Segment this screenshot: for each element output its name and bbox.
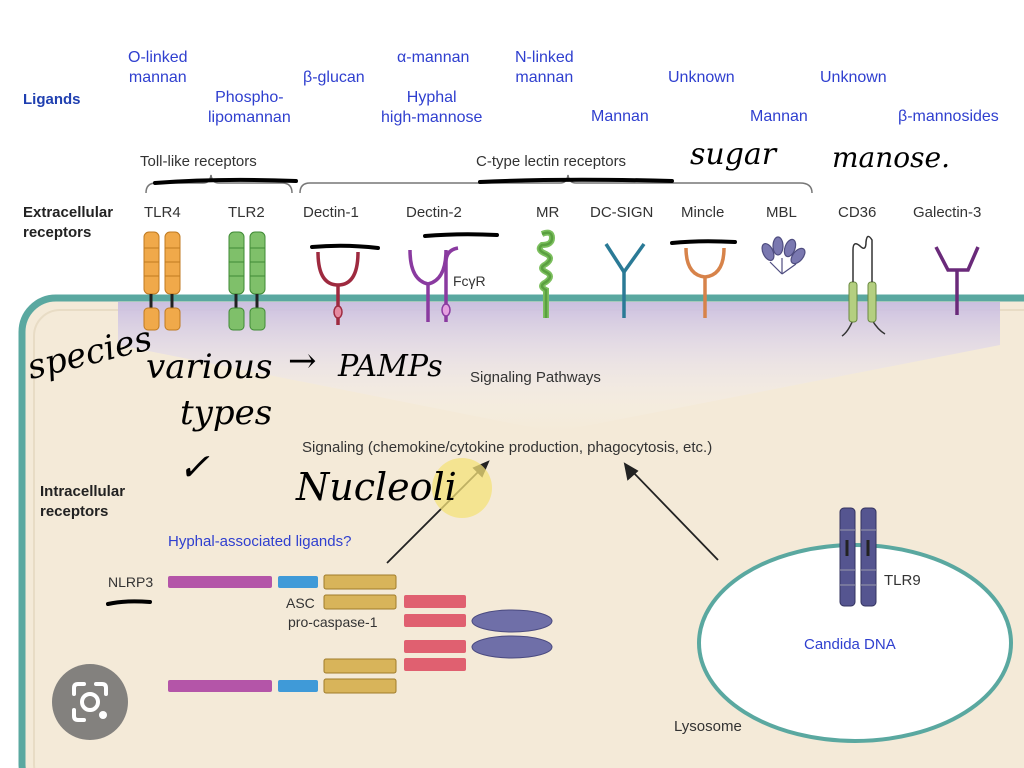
ligand-unknown-mincle: Unknown [668,69,735,86]
mr-receptor [536,229,556,318]
ligand-n-linked-mannan: N-linked mannan [515,49,574,86]
handwritten-marks [106,177,737,606]
signaling-funnel [118,302,1000,432]
tlr9-label: TLR9 [884,572,921,589]
ligand-phospholipomannan: Phospho- lipomannan [208,89,291,126]
ligand-o-linked-mannan: O-linked mannan [128,49,188,86]
dectin2-label: Dectin-2 [406,204,462,221]
tlr4-receptor [143,231,181,331]
cd36-receptor [841,235,886,337]
lysosome-label: Lysosome [674,718,742,735]
ligand-b-glucan: β-glucan [303,69,365,86]
signaling-outcome-label: Signaling (chemokine/cytokine production… [302,439,713,456]
mbl-label: MBL [766,204,797,221]
signaling-pathways-label: Signaling Pathways [470,369,601,386]
visual-search-button[interactable] [52,664,128,740]
pro-caspase-label: pro-caspase-1 [288,614,378,630]
hyphal-ligands-question: Hyphal-associated ligands? [168,533,352,550]
tlr4-label: TLR4 [144,204,181,221]
tlr2-receptor [228,231,266,331]
dectin2-receptor [408,246,459,322]
galectin3-receptor [934,246,980,315]
handwriting-pamps: PAMPs [338,349,443,384]
ligand-unknown-cd36: Unknown [820,69,887,86]
ligands-heading: Ligands [23,91,81,108]
nlrp3-label: NLRP3 [108,574,154,590]
cd36-label: CD36 [838,204,877,221]
candida-dna-label: Candida DNA [804,636,896,653]
ligand-hyphal-high-mannose: Hyphal high-mannose [381,89,483,126]
dcsign-label: DC-SIGN [590,204,654,221]
extracellular-receptors-heading: Extracellular receptors [23,204,114,241]
ligand-b-mannosides: β-mannosides [898,108,999,125]
toll-like-label: Toll-like receptors [140,153,257,170]
fcgr-label: FcγR [453,273,486,289]
ligand-a-mannan: α-mannan [397,49,470,66]
galectin3-label: Galectin-3 [913,204,982,221]
dcsign-receptor [604,242,646,318]
asc-label: ASC [286,595,315,611]
handwriting-nucleoli: Nucleoli [296,465,457,509]
ligand-mannan-dcsign: Mannan [591,108,649,125]
toll-like-bracket [145,174,293,194]
handwriting-sugar: sugar [690,137,777,172]
handwriting-arrow: → [288,341,317,381]
tlr9-receptor [839,507,877,607]
mbl-receptor [761,236,806,275]
mincle-label: Mincle [681,204,725,221]
handwriting-types: types [180,393,273,433]
c-type-label: C-type lectin receptors [476,153,627,170]
ligand-mannan-mbl: Mannan [750,108,808,125]
dectin1-receptor [316,251,360,325]
handwriting-various: various [146,347,273,387]
handwriting-check: ✓ [178,445,210,489]
mr-label: MR [536,204,560,221]
tlr2-label: TLR2 [228,204,265,221]
cursor-highlight [432,458,492,518]
camera-search-icon [72,682,108,722]
handwriting-manose: manose. [832,141,950,174]
dectin1-label: Dectin-1 [303,204,359,221]
c-type-bracket [299,174,813,194]
mincle-receptor [684,247,726,318]
intracellular-receptors-heading: Intracellular receptors [40,483,126,520]
inflammasome-assembly [168,574,553,694]
